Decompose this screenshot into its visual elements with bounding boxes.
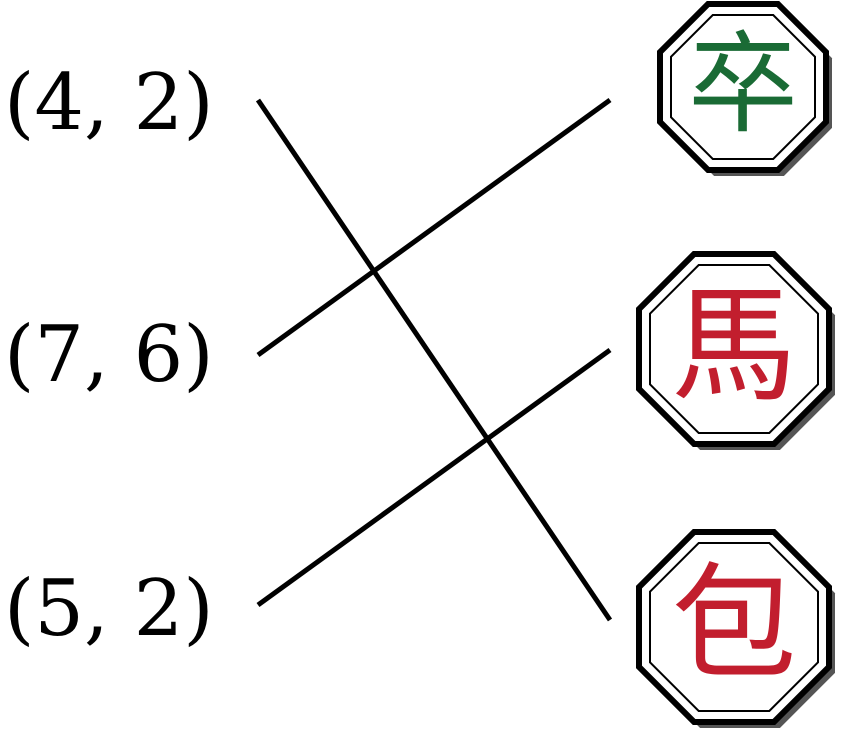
cannon-piece-inner-border <box>649 542 819 712</box>
coordinate-label-1: (4, 2) <box>4 58 214 148</box>
horse-character: 馬 <box>672 274 797 419</box>
horse-piece-inner-border <box>649 264 819 434</box>
horse-piece: 馬 <box>636 251 835 450</box>
cannon-piece-border <box>636 529 832 725</box>
connection-line-3 <box>256 347 612 608</box>
soldier-piece-inner-border <box>670 14 816 160</box>
cannon-character: 包 <box>672 552 797 697</box>
soldier-character: 卒 <box>688 21 798 149</box>
soldier-piece: 卒 <box>657 1 832 176</box>
connection-line-1 <box>255 98 613 622</box>
cannon-piece: 包 <box>636 529 835 728</box>
soldier-piece-border <box>657 1 829 173</box>
coordinate-label-3: (5, 2) <box>4 564 214 654</box>
horse-piece-border <box>636 251 832 447</box>
connection-line-2 <box>256 97 612 358</box>
coordinate-label-2: (7, 6) <box>4 310 214 400</box>
